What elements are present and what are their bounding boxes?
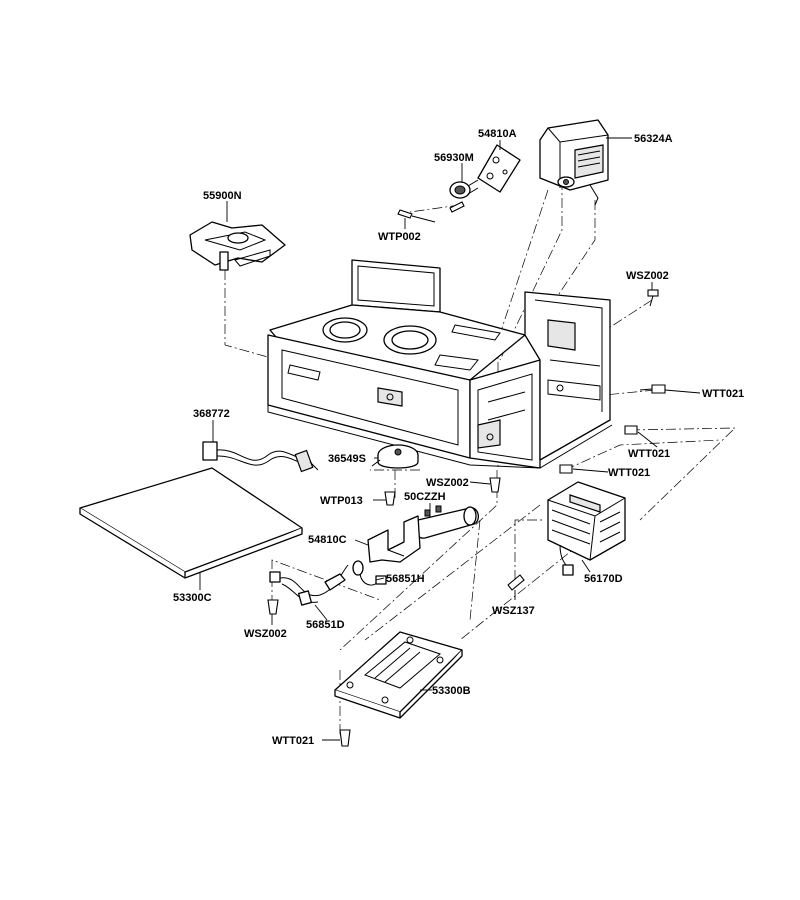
label-56930M: 56930M [434, 152, 474, 164]
thermostat-bracket-54810A [477, 144, 521, 193]
base-plate-53300B [334, 631, 463, 719]
label-54810A: 54810A [478, 128, 517, 140]
label-53300B: 53300B [432, 685, 471, 697]
label-WTT021-a: WTT021 [702, 388, 744, 400]
capacitor-50CZZH [413, 505, 480, 539]
label-WSZ002-mid: WSZ002 [426, 477, 469, 489]
label-56851H: 56851H [386, 573, 425, 585]
motor-36549S [371, 444, 419, 469]
screw-WSZ002-top [647, 289, 659, 307]
tray-53300C [79, 467, 303, 579]
transformer-56170D [547, 481, 626, 576]
thermostat-56930M [449, 179, 479, 213]
screw-WTT021-c [559, 464, 573, 474]
magnetron-56324A [539, 119, 609, 206]
label-36549S: 36549S [328, 453, 366, 465]
label-54810C: 54810C [308, 534, 347, 546]
assembly-guide-lines [224, 180, 736, 735]
label-56851D: 56851D [306, 619, 345, 631]
screw-WTT021-bottom [339, 729, 351, 747]
label-368772: 368772 [193, 408, 230, 420]
label-WSZ002-top: WSZ002 [626, 270, 669, 282]
label-WTP002: WTP002 [378, 231, 421, 243]
label-WTT021-bottom: WTT021 [272, 735, 314, 747]
wire-harness-56851D [269, 564, 349, 606]
label-WTP013: WTP013 [320, 495, 363, 507]
label-50CZZH: 50CZZH [404, 491, 446, 503]
main-cavity-chassis [267, 259, 613, 469]
wire-harness-368772 [202, 441, 319, 473]
label-55900N: 55900N [203, 190, 242, 202]
wire-harness-56851H [352, 560, 387, 586]
screw-WTT021-a [639, 384, 666, 394]
label-56170D: 56170D [584, 573, 623, 585]
label-WTT021-b: WTT021 [628, 448, 670, 460]
screw-WTP013 [384, 491, 396, 506]
screw-WSZ002-low [267, 599, 279, 615]
screw-WTP002 [397, 209, 436, 223]
screw-WTT021-b [624, 425, 638, 435]
part-labels: 56324A 54810A 56930M 55900N WTP002 WSZ00… [173, 128, 744, 747]
leader-lines [199, 137, 701, 741]
label-WTT021-c: WTT021 [608, 467, 650, 479]
label-WSZ002-low: WSZ002 [244, 628, 287, 640]
label-56324A: 56324A [634, 133, 673, 145]
bracket-54810C [367, 515, 421, 563]
screw-WSZ137 [507, 574, 525, 591]
label-53300C: 53300C [173, 592, 212, 604]
screw-WSZ002-mid [489, 477, 501, 493]
stirrer-55900N [189, 221, 286, 271]
label-WSZ137: WSZ137 [492, 605, 535, 617]
